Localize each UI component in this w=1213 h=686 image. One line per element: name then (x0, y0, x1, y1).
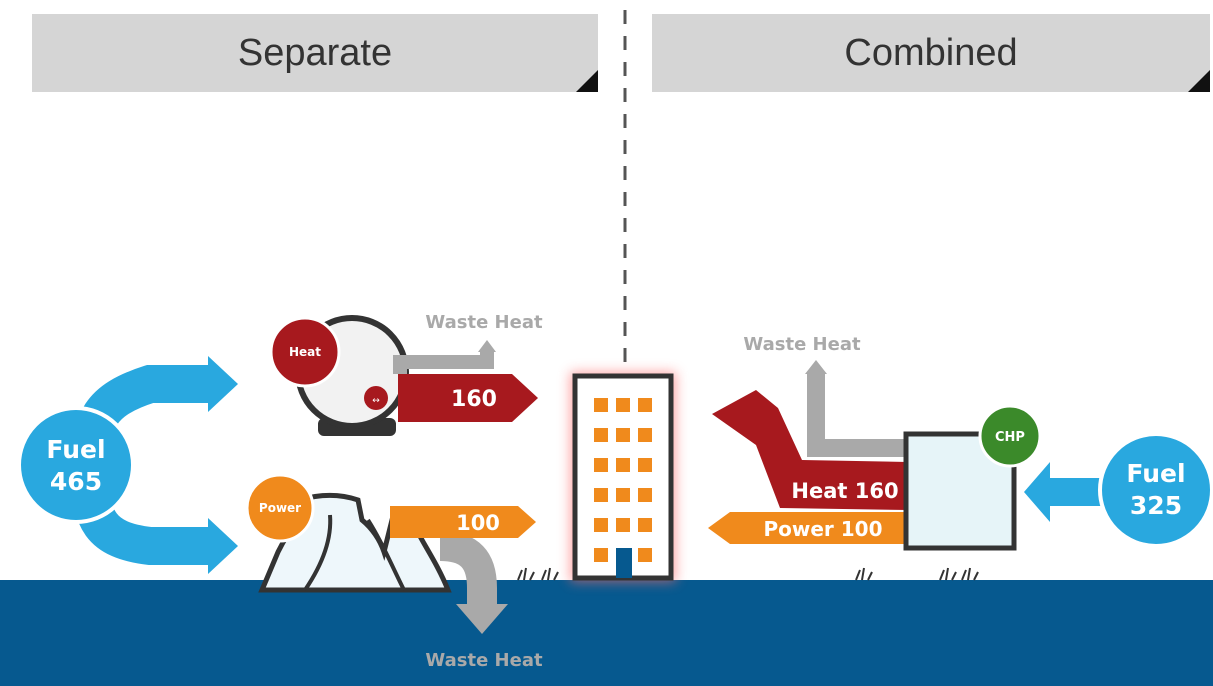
building-icon (570, 372, 676, 582)
heat-circle-label: Heat (289, 345, 321, 359)
heat-arrow-separate: 160 (398, 374, 538, 422)
chp-label: CHP (995, 430, 1025, 445)
fuel-circle-separate: Fuel 465 (17, 406, 135, 524)
fuel-label-separate: Fuel (46, 435, 105, 464)
power-value-combined: Power 100 (763, 517, 882, 541)
power-arrow-combined: Power 100 (708, 512, 908, 544)
power-circle: Power (245, 473, 315, 543)
heat-value-combined: Heat 160 (791, 479, 898, 503)
fuel-circle-combined: Fuel 325 (1098, 432, 1213, 548)
power-arrow-separate: 100 (390, 506, 536, 538)
waste-heat-arrow-bottom (439, 531, 508, 634)
svg-text:↔: ↔ (372, 396, 380, 406)
separate-header: Separate (32, 14, 598, 92)
heat-arrow-combined: Heat 160 (712, 390, 908, 510)
boiler-icon: ↔ (295, 315, 409, 436)
grass-icon (517, 567, 979, 581)
power-circle-label: Power (259, 501, 301, 515)
fuel-value-combined: 325 (1130, 491, 1182, 520)
waste-heat-arrow-combined (805, 360, 905, 457)
corner-fold-icon (576, 70, 598, 92)
separate-title: Separate (237, 31, 393, 74)
fuel-label-combined: Fuel (1126, 459, 1185, 488)
combined-title: Combined (844, 31, 1018, 74)
heat-circle: Heat (269, 316, 341, 388)
chp-circle: CHP (978, 404, 1042, 468)
waste-heat-label-bottom: Waste Heat (425, 650, 543, 671)
waste-heat-arrow-top (393, 340, 496, 374)
combined-header: Combined (652, 14, 1210, 92)
fuel-value-separate: 465 (50, 467, 102, 496)
waste-heat-label-combined: Waste Heat (743, 334, 861, 355)
ground (0, 580, 1213, 686)
fuel-arrow-combined (1024, 462, 1110, 522)
power-value-separate: 100 (456, 511, 500, 535)
waste-heat-label-top: Waste Heat (425, 312, 543, 333)
heat-value-separate: 160 (451, 387, 497, 412)
corner-fold-icon (1188, 70, 1210, 92)
